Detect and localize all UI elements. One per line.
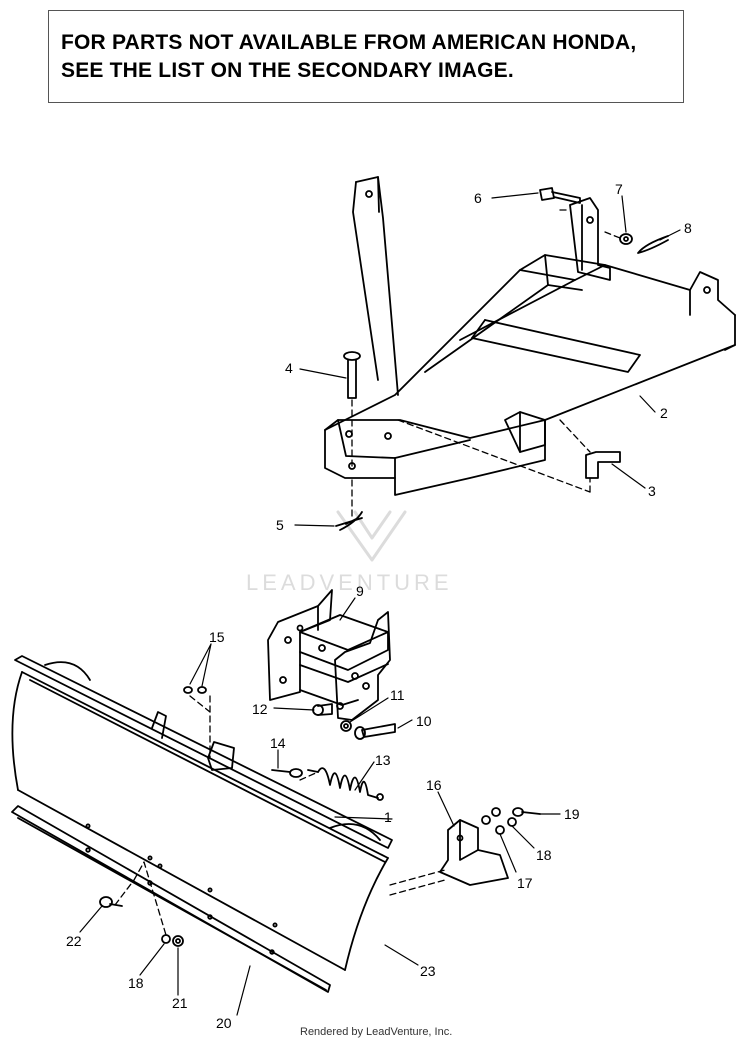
callout-19: 19 [564,806,580,822]
callout-2: 2 [660,405,668,421]
bolt-10 [354,723,396,740]
callout-11: 11 [390,687,405,703]
callout-6: 6 [474,190,482,206]
callout-4: 4 [285,360,293,376]
callout-10: 10 [416,713,432,729]
parts-notice-box: FOR PARTS NOT AVAILABLE FROM AMERICAN HO… [48,10,684,103]
notice-line-1: FOR PARTS NOT AVAILABLE FROM AMERICAN HO… [61,31,637,54]
callout-15: 15 [209,629,225,645]
callout-5: 5 [276,517,284,533]
callout-22: 22 [66,933,82,949]
mounting-pin [343,351,361,399]
notice-line-2: SEE THE LIST ON THE SECONDARY IMAGE. [61,59,514,82]
callout-1: 1 [384,809,392,825]
callout-7: 7 [615,181,623,197]
bolt-12 [312,703,333,716]
alignment-lines-lower [114,695,446,936]
skid-shoe [439,819,509,886]
callout-16: 16 [426,777,442,793]
callout-3: 3 [648,483,656,499]
leadventure-watermark-logo [336,510,407,562]
bent-pin [585,451,621,479]
alignment-lines-upper [351,209,621,521]
callout-23: 23 [420,963,436,979]
spring [307,767,384,801]
callout-9: 9 [356,583,364,599]
callout-12: 12 [252,701,268,717]
nut-11 [340,720,352,732]
washer [619,233,633,245]
callout-13: 13 [375,752,391,768]
pivot-bracket-assembly [267,589,391,721]
callout-leaders [79,192,681,1016]
lynch-clip [335,511,363,531]
callout-17: 17 [517,875,533,891]
callout-18: 18 [536,847,552,863]
nut-21 [172,935,184,947]
callout-8: 8 [684,220,692,236]
callout-18: 18 [128,975,144,991]
watermark-text: LEADVENTURE [246,570,453,595]
a-frame-mount [324,176,736,496]
callout-20: 20 [216,1015,232,1031]
carriage-bolt [99,896,123,908]
callout-21: 21 [172,995,188,1011]
cutting-edge [11,805,331,993]
plow-blade [11,655,393,971]
callout-14: 14 [270,735,286,751]
render-credit: Rendered by LeadVenture, Inc. [300,1026,453,1038]
washer-18-lower [161,934,171,944]
hitch-pin [539,187,581,204]
hardware-17-19 [481,807,541,835]
bolts-15 [183,686,207,694]
eyebolt [271,768,303,778]
